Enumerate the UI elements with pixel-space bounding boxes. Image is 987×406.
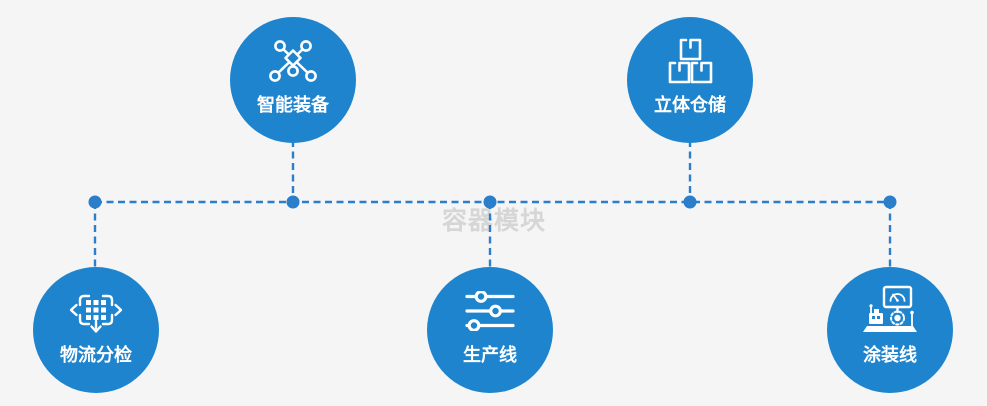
node-logistics-sorting[interactable]: 物流分检 [33,267,159,393]
node-production-line[interactable]: 生产线 [427,267,553,393]
monitor-machine-icon [827,285,953,337]
node-coating-line[interactable]: 涂装线 [827,267,953,393]
sliders-icon [427,285,553,337]
node-label: 立体仓储 [654,95,726,115]
node-warehouse[interactable]: 立体仓储 [627,17,753,143]
network-nodes-icon [230,35,356,87]
watermark-text: 容器模块 [442,207,547,235]
distribute-arrows-icon [33,285,159,337]
connector-dot [483,195,497,209]
node-smart-equipment[interactable]: 智能装备 [230,17,356,143]
node-label: 智能装备 [257,95,329,115]
stacked-boxes-icon [627,35,753,87]
connector-dot [286,195,300,209]
node-label: 涂装线 [863,345,917,365]
node-label: 生产线 [463,345,517,365]
node-label: 物流分检 [60,345,132,365]
connector-dot [883,195,897,209]
connector-dot [683,195,697,209]
connector-dot [88,195,102,209]
